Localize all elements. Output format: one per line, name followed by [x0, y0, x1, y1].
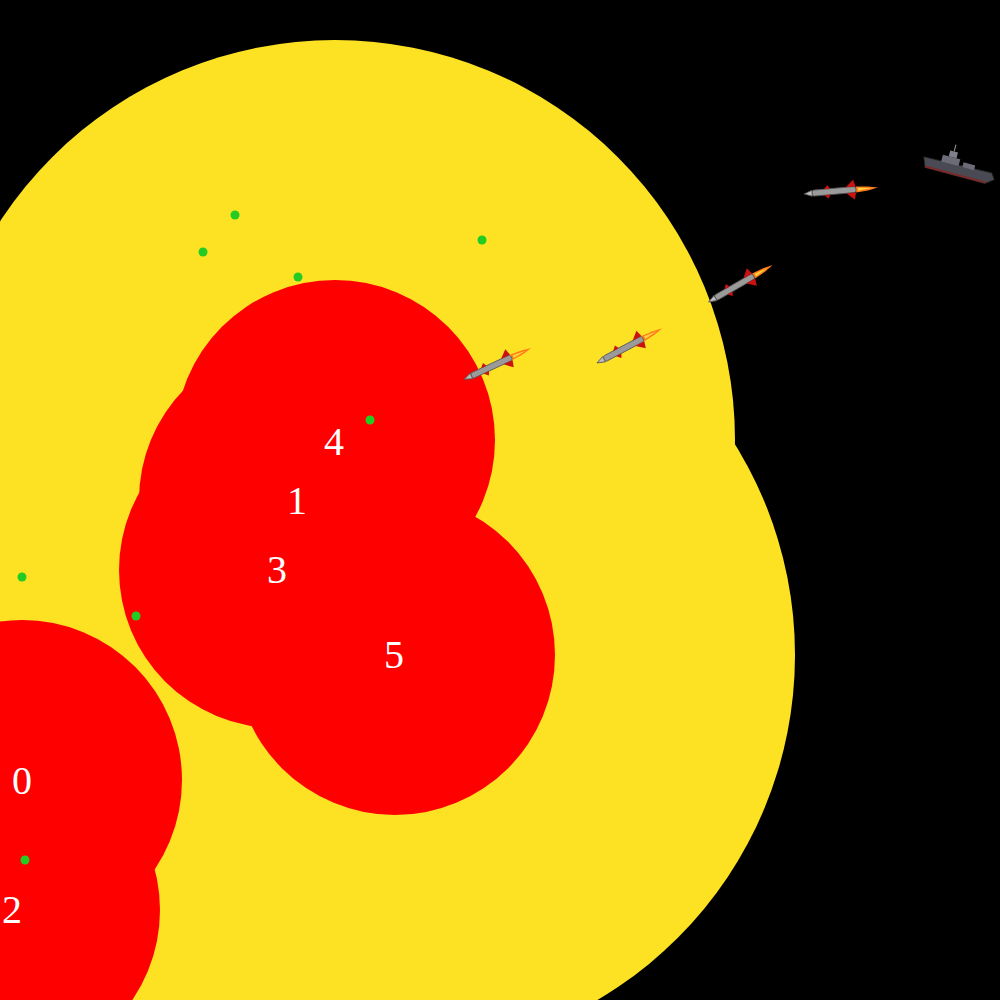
callout-number: 1	[287, 481, 307, 521]
green-dot	[18, 211, 487, 865]
callout-number: 5	[384, 635, 404, 675]
callout-number: 2	[2, 890, 22, 930]
callout-number: 0	[12, 761, 32, 801]
kill-zone	[0, 280, 555, 1000]
callout-number: 4	[324, 422, 344, 462]
warship	[921, 137, 1000, 185]
missile	[460, 178, 879, 389]
callout-number: 3	[267, 550, 287, 590]
coverage-zone	[0, 40, 795, 1000]
